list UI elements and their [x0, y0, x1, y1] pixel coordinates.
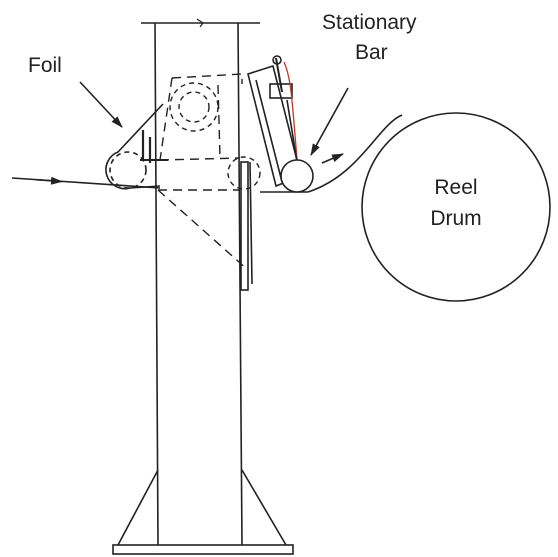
foil-leader-arrow — [79, 81, 123, 128]
support-column — [141, 18, 260, 546]
stationary-label-line2: Bar — [355, 41, 388, 64]
guide-plate — [240, 161, 253, 291]
stationary-bar — [280, 159, 314, 193]
entry-roller — [105, 103, 168, 190]
foil-label: Foil — [28, 54, 62, 77]
reel-label-line1: Reel — [434, 176, 477, 199]
foil-strip — [11, 114, 403, 193]
reel-drum — [361, 112, 551, 302]
hidden-idler-roller — [227, 156, 261, 190]
reel-label-line2: Drum — [430, 207, 481, 230]
column-base — [112, 469, 294, 555]
stationary-bar-leader-arrow — [310, 87, 349, 156]
stationary-label-line1: Stationary — [322, 11, 417, 34]
hidden-pulley — [169, 82, 219, 132]
stationary-bar-arm — [247, 55, 302, 188]
hidden-linkage — [157, 73, 249, 271]
